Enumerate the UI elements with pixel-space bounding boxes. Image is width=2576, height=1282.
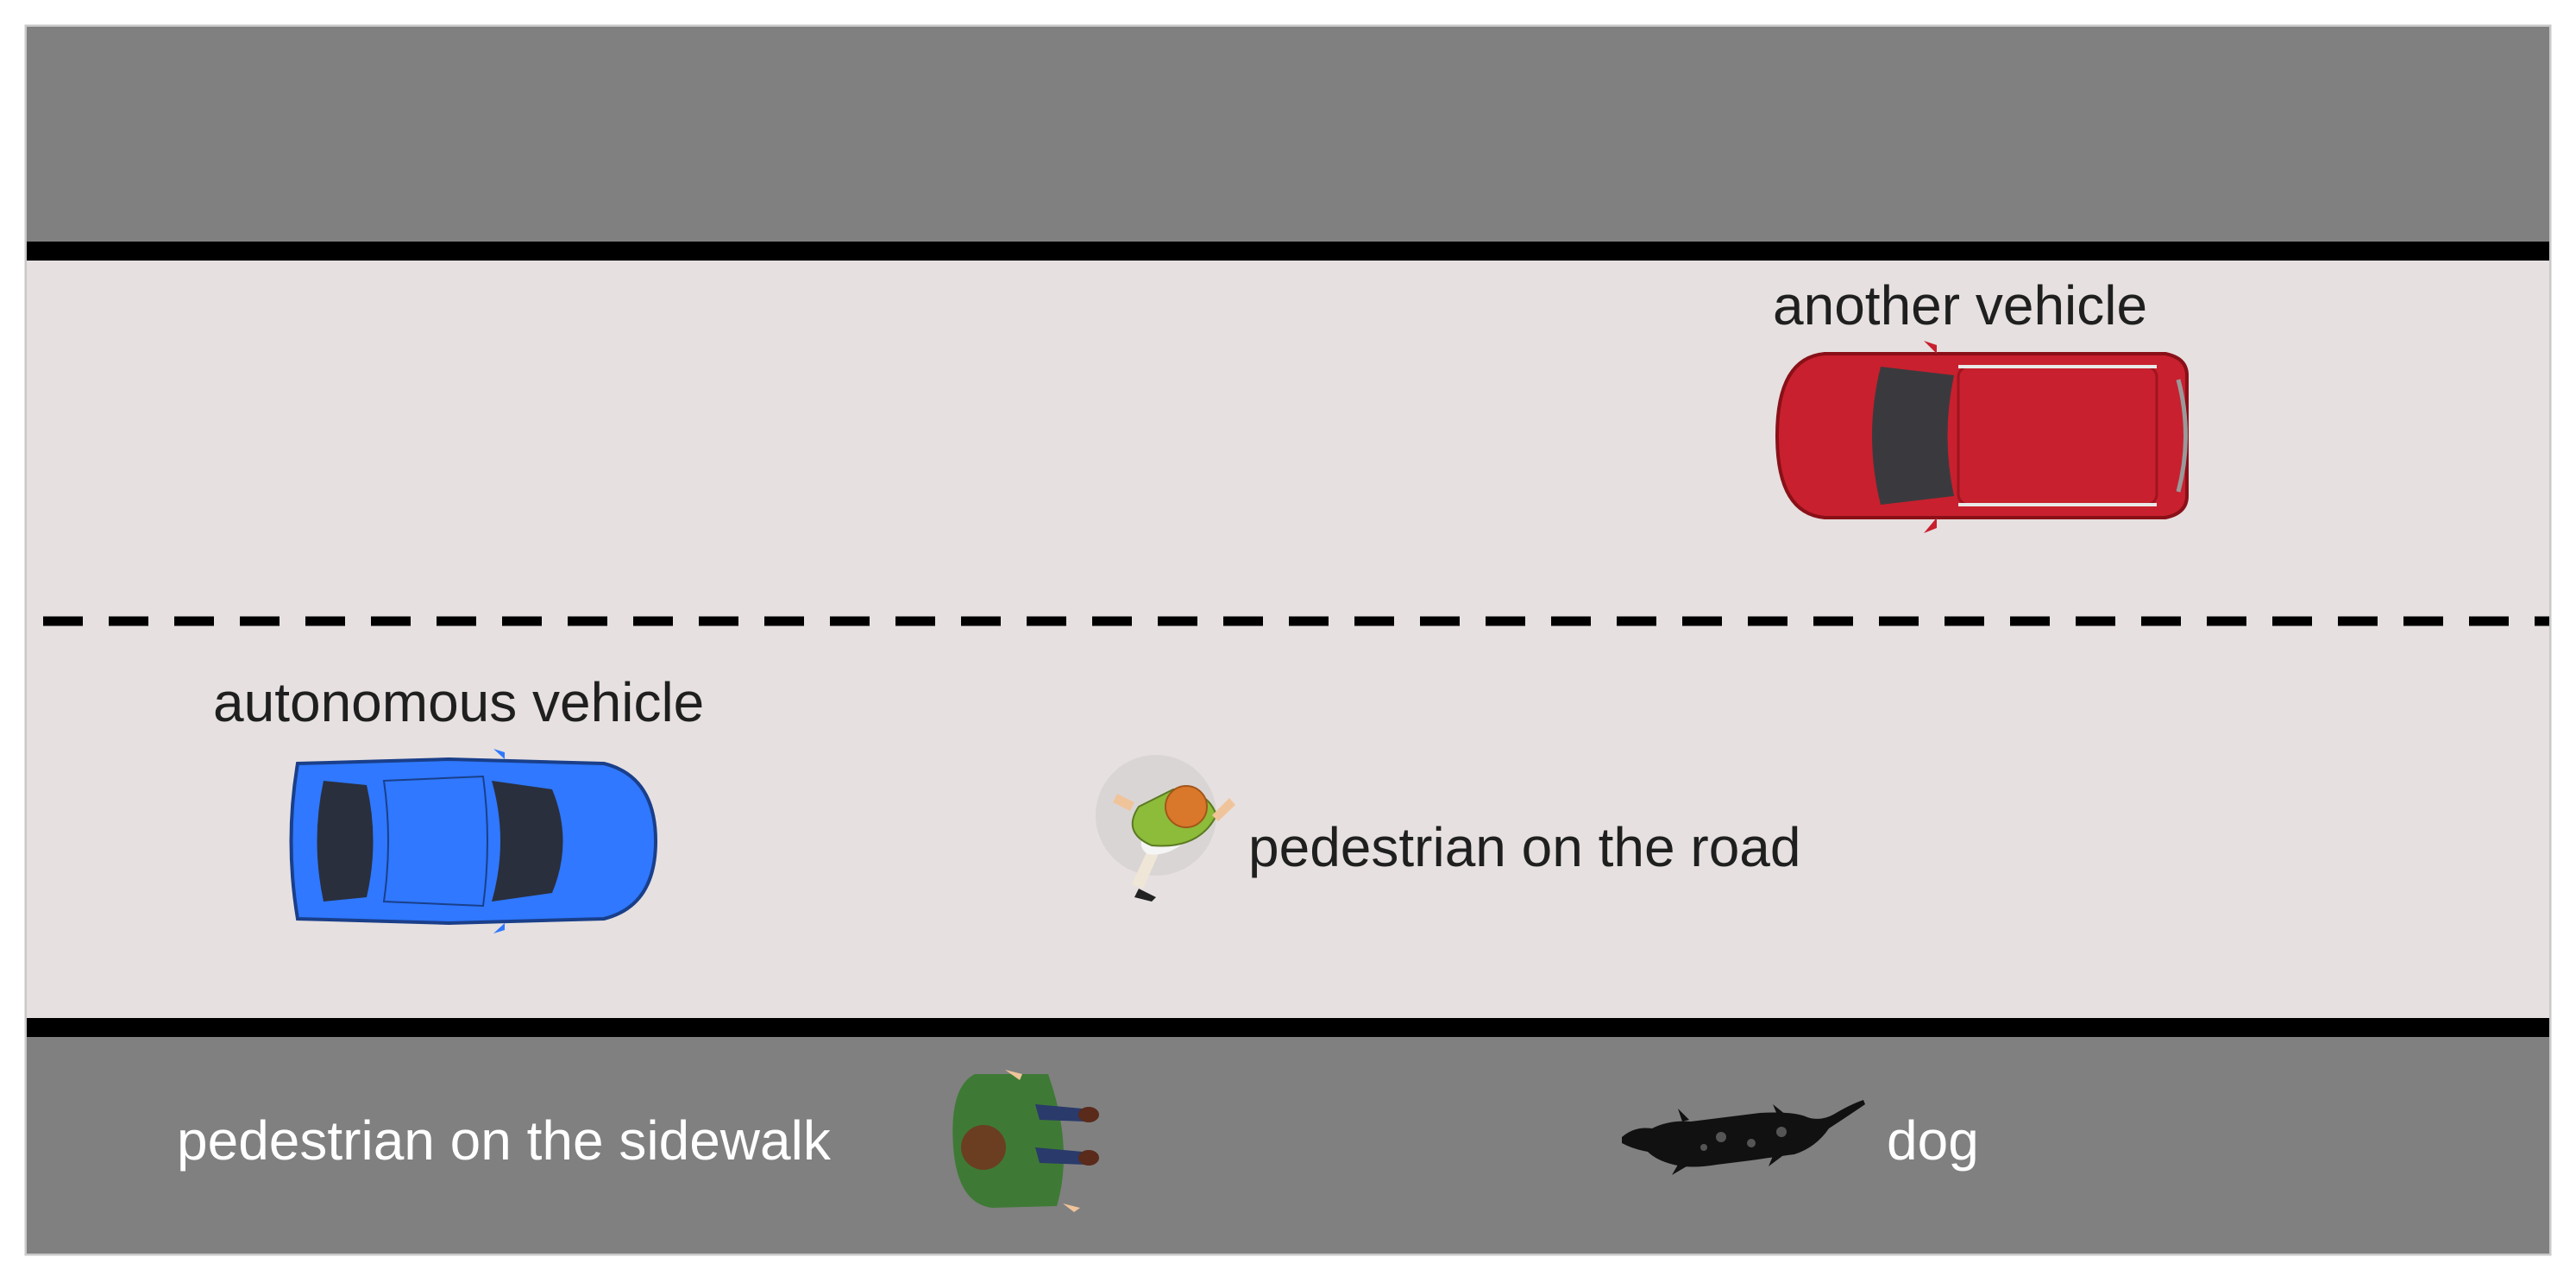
dog-label: dog (1887, 1109, 1979, 1172)
dog-icon (1622, 1100, 1865, 1175)
bottom-sidewalk (27, 1037, 2549, 1254)
another-vehicle-label: another vehicle (1773, 274, 2148, 336)
pedestrian-sidewalk-label: pedestrian on the sidewalk (177, 1109, 831, 1172)
running-pedestrian-icon (1096, 755, 1235, 902)
bottom-curb-line (27, 1018, 2549, 1037)
walking-person-icon (952, 1070, 1099, 1212)
top-curb-line (27, 242, 2549, 261)
suv-top-view-icon (1775, 341, 2189, 533)
car-top-view-icon (289, 749, 658, 933)
pedestrian-road-label: pedestrian on the road (1248, 816, 1801, 878)
autonomous-vehicle-label: autonomous vehicle (213, 671, 705, 733)
top-sidewalk (27, 27, 2549, 242)
